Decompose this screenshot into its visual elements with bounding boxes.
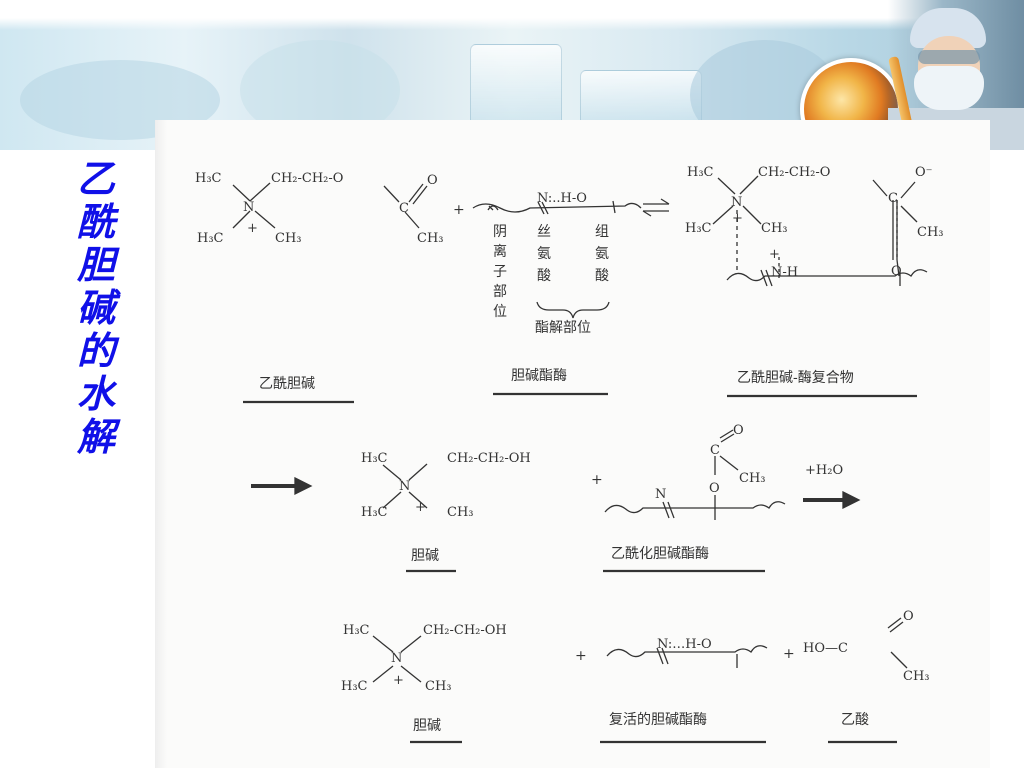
chem-label: 氨	[537, 246, 551, 262]
title-char: 碱	[76, 285, 115, 330]
chem-label: 氨	[595, 246, 609, 262]
hydrolysis-diagram: H₃C N + H₃C CH₃ CH₂-CH₂-O O C CH₃ + N:..…	[195, 165, 944, 744]
methyl-label: CH₃	[275, 231, 302, 246]
nitrogen-label: N	[243, 200, 254, 215]
serine-label: 丝 氨 酸	[537, 224, 551, 284]
plus-sign: +	[453, 202, 465, 218]
tetrahedral-carbon: C	[888, 191, 898, 206]
charge-label: +	[247, 221, 258, 236]
methyl-label: H₃C	[341, 679, 368, 694]
acyl-oxygen: O	[733, 423, 744, 438]
water-arrow	[803, 490, 861, 510]
caption-regenerated-enzyme: 复活的胆碱酯酶	[609, 711, 707, 728]
methyl-label: H₃C	[361, 505, 388, 520]
chem-label: 组	[595, 224, 609, 240]
histidine-nh: N-H	[771, 265, 798, 280]
caption-cholinesterase: 胆碱酯酶	[511, 368, 567, 384]
choline-structure	[372, 635, 422, 683]
choline-chain: CH₂-CH₂-OH	[423, 623, 507, 638]
carbonyl-carbon: C	[399, 201, 409, 216]
ach-chain: CH₂-CH₂-O	[271, 171, 343, 186]
caption-complex: 乙酰胆碱-酶复合物	[737, 369, 854, 386]
chem-label: 位	[493, 304, 507, 320]
title-char: 的	[76, 328, 115, 373]
regenerated-enzyme	[606, 645, 768, 668]
reaction-arrow	[251, 476, 313, 496]
nitrogen-label: N	[399, 479, 410, 494]
carbonyl-oxygen: O	[427, 173, 438, 188]
chem-label: 子	[493, 264, 507, 280]
methyl-label: H₃C	[195, 171, 222, 186]
esteratic-site-label: 酯解部位	[535, 320, 591, 336]
methyl-label: CH₃	[425, 679, 452, 694]
complex-chain: CH₂-CH₂-O	[758, 165, 830, 180]
acetic-ho: HO—C	[803, 641, 848, 656]
ester-oxygen: O	[709, 481, 720, 496]
site-brace	[536, 301, 610, 319]
water-label: +H₂O	[805, 463, 843, 478]
methyl-label: H₃C	[685, 221, 712, 236]
caption-choline: 胆碱	[413, 718, 441, 734]
methyl-label: H₃C	[197, 231, 224, 246]
methyl-label: H₃C	[361, 451, 388, 466]
nitrogen-label: N	[391, 651, 402, 666]
acetic-methyl: CH₃	[903, 669, 930, 684]
chem-label: 部	[493, 284, 507, 300]
enzyme-surface	[472, 200, 642, 215]
serine-oxygen: O	[891, 264, 902, 279]
charge-label: +	[393, 673, 404, 688]
slide-title: 乙 酰 胆 碱 的 水 解	[66, 160, 126, 461]
acetic-oxygen: O	[903, 609, 914, 624]
chem-label: 离	[493, 243, 507, 260]
chem-label: 酸	[537, 268, 551, 284]
plus-sign: +	[575, 648, 587, 664]
header-banner	[0, 0, 1024, 150]
complex-methyl: CH₃	[917, 225, 944, 240]
charge-label: +	[415, 500, 426, 515]
title-char: 解	[76, 414, 115, 459]
enzyme-active-site: N:…H-O	[657, 637, 712, 652]
complex-charge: +	[769, 247, 780, 262]
oxyanion-label: O⁻	[915, 165, 933, 180]
caption-acetylated-enzyme: 乙酰化胆碱酯酶	[611, 546, 709, 562]
anionic-site-label: 阴 离 子 部 位	[493, 224, 507, 320]
equilibrium-arrow	[642, 198, 670, 217]
choline-chain: CH₂-CH₂-OH	[447, 451, 531, 466]
title-char: 乙	[76, 156, 115, 201]
histidine-n: N	[655, 487, 666, 502]
title-char: 酰	[76, 199, 115, 244]
caption-choline: 胆碱	[411, 548, 439, 564]
caption-acetylcholine: 乙酰胆碱	[259, 376, 315, 392]
plus-sign: +	[591, 472, 603, 488]
nitrogen-label: N	[731, 195, 742, 210]
acyl-methyl: CH₃	[739, 471, 766, 486]
acetylcholine-structure	[232, 182, 428, 229]
methyl-label: CH₃	[447, 505, 474, 520]
chem-label: 丝	[537, 224, 551, 240]
caption-acetic-acid: 乙酸	[841, 712, 869, 728]
chem-label: 酸	[595, 268, 609, 284]
acetic-acid	[887, 617, 908, 669]
choline-structure	[382, 463, 428, 509]
enzyme-active-site: N:..H-O	[537, 191, 587, 206]
histidine-label: 组 氨 酸	[595, 224, 609, 284]
methyl-label: H₃C	[343, 623, 370, 638]
chem-label: 阴	[493, 224, 507, 240]
enzyme-substrate-complex	[712, 175, 928, 287]
acetylated-enzyme	[604, 429, 786, 520]
reaction-figure: H₃C N + H₃C CH₃ CH₂-CH₂-O O C CH₃ + N:..…	[155, 120, 990, 768]
title-char: 胆	[76, 242, 115, 287]
title-char: 水	[76, 371, 115, 416]
methyl-label: CH₃	[761, 221, 788, 236]
methyl-label: H₃C	[687, 165, 714, 180]
acyl-carbon: C	[710, 443, 720, 458]
plus-sign: +	[783, 646, 795, 662]
acetyl-methyl: CH₃	[417, 231, 444, 246]
charge-label: +	[732, 211, 743, 226]
